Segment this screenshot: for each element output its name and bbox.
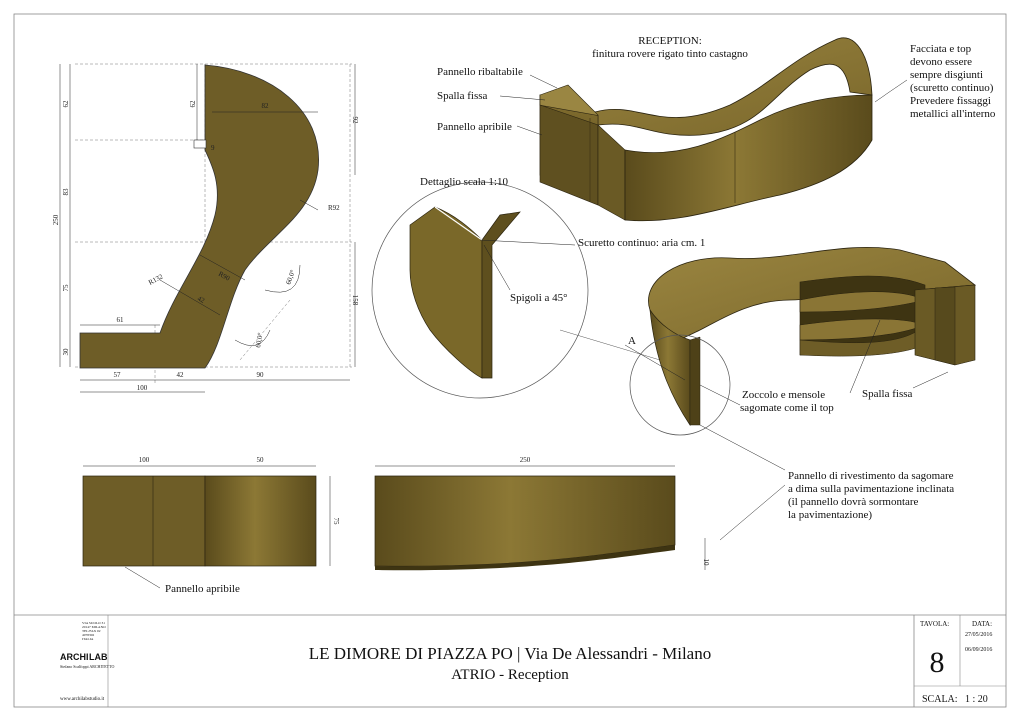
dim-front-100: 100 [139, 456, 150, 464]
front-elevation: 100 50 75 250 10 [82, 456, 710, 571]
address-block: VIA SUOLO 31 20147 MILANO TEL/FAX 02 407… [82, 621, 106, 641]
tavola-label: TAVOLA: [920, 620, 949, 628]
leader-lines [124, 74, 949, 589]
label-zoccolo-1: Zoccolo e mensole [742, 389, 825, 401]
label-spalla-fissa-right: Spalla fissa [862, 388, 913, 400]
plan-view: 62 62 82 92 9 250 83 75 30 158 R92 R132 … [52, 63, 359, 393]
data-label: DATA: [972, 620, 992, 628]
svg-text:sempre disgiunti: sempre disgiunti [910, 69, 983, 81]
plan-shape [79, 64, 319, 369]
detail-circle [371, 181, 661, 399]
dim-83: 83 [62, 188, 70, 196]
detail-a-circle [629, 334, 731, 436]
dim-30: 30 [62, 348, 70, 356]
svg-text:metallici all'interno: metallici all'interno [910, 108, 996, 120]
dim-side-250: 250 [520, 456, 531, 464]
sheet-border [13, 13, 1007, 708]
svg-text:ITALIA: ITALIA [82, 637, 94, 641]
dim-90: 90 [257, 371, 265, 379]
dim-r92: R92 [328, 204, 340, 212]
label-pannello-apribile-bottom: Pannello apribile [165, 583, 240, 595]
project-title: LE DIMORE DI PIAZZA PO | Via De Alessand… [309, 644, 711, 663]
reception-3d-top [539, 37, 873, 222]
studio-line: Stefano Scalfoppi ARCHITETTO [60, 664, 114, 669]
label-spalla-fissa-top: Spalla fissa [437, 90, 488, 102]
svg-text:20147 MILANO: 20147 MILANO [82, 625, 106, 629]
reception-front-face [624, 94, 873, 222]
dim-92: 92 [351, 117, 359, 125]
label-scuretto: Scuretto continuo: aria cm. 1 [578, 237, 705, 249]
dim-42-mid: 42 [196, 295, 206, 305]
dim-42: 42 [177, 371, 185, 379]
dim-62-left: 62 [62, 100, 70, 108]
reception-finish: finitura rovere rigato tinto castagno [592, 48, 748, 60]
date-2: 06/09/2016 [965, 647, 992, 653]
svg-text:TEL/FAX 02: TEL/FAX 02 [82, 629, 101, 633]
svg-text:Prevedere fissaggi: Prevedere fissaggi [910, 95, 991, 107]
label-zoccolo-2: sagomate come il top [740, 402, 834, 414]
dim-r132: R132 [147, 272, 165, 286]
reception-3d-right [629, 247, 977, 436]
facciata-note: Facciata e top devono essere sempre disg… [910, 43, 996, 120]
dim-62-inner: 62 [189, 100, 197, 108]
label-pannello-apribile-top: Pannello apribile [437, 121, 512, 133]
dim-angle-a: 60,0° [284, 269, 297, 286]
reception-title: RECEPTION: [638, 35, 702, 47]
pannello-rivestimento-note: Pannello di rivestimento da sagomare a d… [788, 470, 954, 521]
dim-75: 75 [62, 284, 70, 292]
dim-61: 61 [117, 316, 125, 324]
label-spigoli: Spigoli a 45° [510, 292, 568, 304]
svg-text:Facciata e top: Facciata e top [910, 43, 972, 55]
dim-9: 9 [211, 144, 215, 152]
scala-value: 1 : 20 [965, 694, 988, 705]
sheet-subject: ATRIO - Reception [451, 667, 569, 683]
svg-text:4078302: 4078302 [82, 633, 95, 637]
svg-text:(il pannello dovrà sormontare: (il pannello dovrà sormontare [788, 496, 919, 508]
dim-57: 57 [114, 371, 122, 379]
dim-158: 158 [351, 295, 359, 306]
dim-front-75: 75 [332, 518, 340, 526]
svg-text:devono essere: devono essere [910, 56, 972, 68]
svg-text:la pavimentazione): la pavimentazione) [788, 509, 872, 521]
front-curved-panel [204, 475, 317, 567]
svg-text:a dima sulla pavimentazione in: a dima sulla pavimentazione inclinata [788, 483, 954, 495]
label-dettaglio: Dettaglio scala 1:10 [420, 176, 508, 188]
logo-lab: LAB [89, 652, 108, 662]
dim-side-10: 10 [702, 559, 710, 567]
svg-text:(scuretto continuo): (scuretto continuo) [910, 82, 994, 94]
label-marker-a: A [628, 335, 636, 347]
svg-text:Pannello di rivestimento da sa: Pannello di rivestimento da sagomare [788, 470, 954, 482]
dim-front-50: 50 [257, 456, 265, 464]
dim-100: 100 [137, 384, 148, 392]
website: www.archilabstudio.it [60, 697, 105, 702]
scala-label: SCALA: [922, 694, 958, 705]
date-1: 27/05/2016 [965, 632, 992, 638]
label-pannello-ribaltabile: Pannello ribaltabile [437, 66, 523, 78]
dim-250: 250 [52, 214, 60, 225]
dim-82: 82 [262, 102, 270, 110]
dim-angle-b: 60,0° [254, 332, 265, 348]
tavola-number: 8 [930, 646, 945, 679]
logo-arch: ARCHI [60, 652, 89, 662]
svg-text:VIA SUOLO 31: VIA SUOLO 31 [82, 621, 105, 625]
title-block: ARCHI LAB Stefano Scalfoppi ARCHITETTO w… [14, 614, 1006, 707]
